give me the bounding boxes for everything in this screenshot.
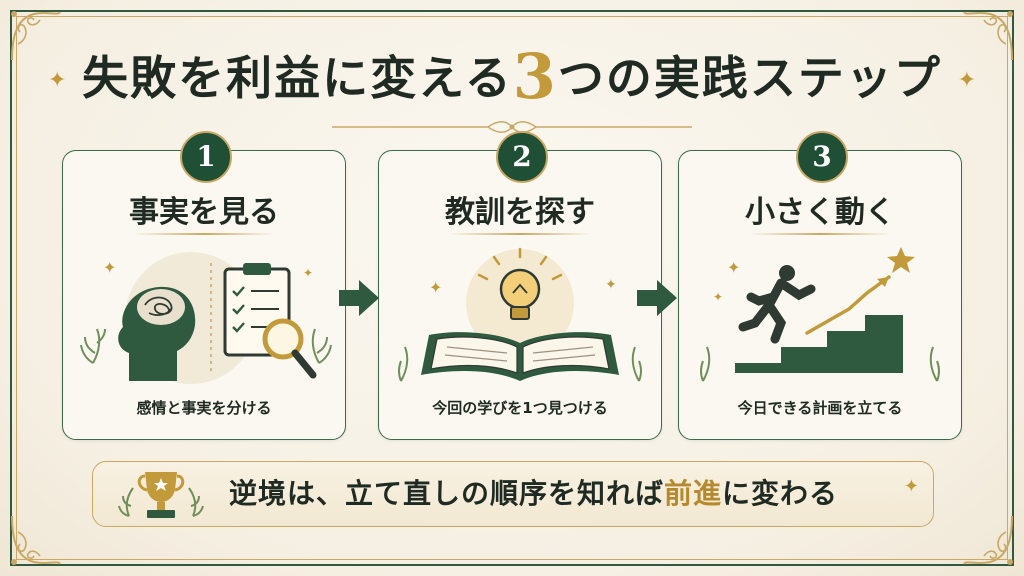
step-number-badge: 2 bbox=[496, 131, 548, 183]
svg-text:✦: ✦ bbox=[713, 290, 723, 304]
banner-highlight: 前進 bbox=[664, 477, 723, 510]
trophy-icon bbox=[118, 472, 204, 518]
banner-text: 逆境は、立て直しの順序を知れば前進に変わる bbox=[229, 462, 838, 526]
arrow-right-icon bbox=[339, 280, 379, 316]
step-number-badge: 3 bbox=[796, 131, 848, 183]
divider bbox=[449, 233, 591, 235]
inner-frame bbox=[16, 16, 1008, 560]
corner-ornament-icon bbox=[11, 11, 61, 61]
step-caption: 感情と事実を分ける bbox=[136, 399, 272, 417]
runner-stairs-star-icon: ✦ ✦ bbox=[700, 247, 940, 382]
step-title: 小さく動く bbox=[745, 195, 895, 230]
step-title: 事実を見る bbox=[129, 195, 279, 230]
step-card-1: 1 事実を見る ✦ ✦ 感情と事実を分ける bbox=[62, 131, 346, 440]
step-number-badge: 1 bbox=[180, 131, 232, 183]
summary-banner: 逆境は、立て直しの順序を知れば前進に変わる ✦ bbox=[92, 461, 934, 527]
step-card-3: 3 小さく動く ✦ ✦ 今日できる計画を立てる bbox=[678, 131, 962, 440]
head-clipboard-magnifier-icon: ✦ ✦ bbox=[80, 252, 332, 384]
page-title: 失敗を利益に変える3つの実践ステップ bbox=[0, 40, 1024, 113]
arrow-right-icon bbox=[637, 280, 677, 316]
svg-text:✦: ✦ bbox=[429, 278, 442, 297]
banner-text-after: に変わる bbox=[722, 477, 839, 510]
svg-text:✦: ✦ bbox=[303, 266, 313, 280]
step-card-2: 2 教訓を探す ✦ ✦ 今回の学びを1つ見つける bbox=[378, 131, 662, 440]
title-text-before: 失敗を利益に変える bbox=[82, 51, 513, 105]
sparkle-icon: ✦ bbox=[903, 476, 919, 497]
step-title: 教訓を探す bbox=[445, 195, 595, 230]
corner-ornament-icon bbox=[963, 515, 1013, 565]
step-caption: 今日できる計画を立てる bbox=[737, 399, 903, 417]
divider bbox=[749, 233, 891, 235]
ornamental-divider-icon bbox=[332, 121, 692, 133]
step-caption: 今回の学びを1つ見つける bbox=[432, 399, 608, 417]
svg-text:✦: ✦ bbox=[605, 277, 617, 293]
lightbulb-book-icon: ✦ ✦ bbox=[398, 247, 642, 382]
corner-ornament-icon bbox=[963, 11, 1013, 61]
svg-text:✦: ✦ bbox=[727, 258, 740, 277]
banner-text-before: 逆境は、立て直しの順序を知れば bbox=[229, 477, 665, 510]
title-number: 3 bbox=[512, 40, 558, 113]
divider bbox=[133, 233, 275, 235]
sparkle-icon: ✦ bbox=[48, 68, 67, 93]
outer-frame bbox=[10, 10, 1014, 566]
sparkle-icon: ✦ bbox=[957, 68, 976, 93]
svg-text:✦: ✦ bbox=[103, 258, 116, 277]
title-text-after: つの実践ステップ bbox=[557, 51, 942, 105]
corner-ornament-icon bbox=[11, 515, 61, 565]
